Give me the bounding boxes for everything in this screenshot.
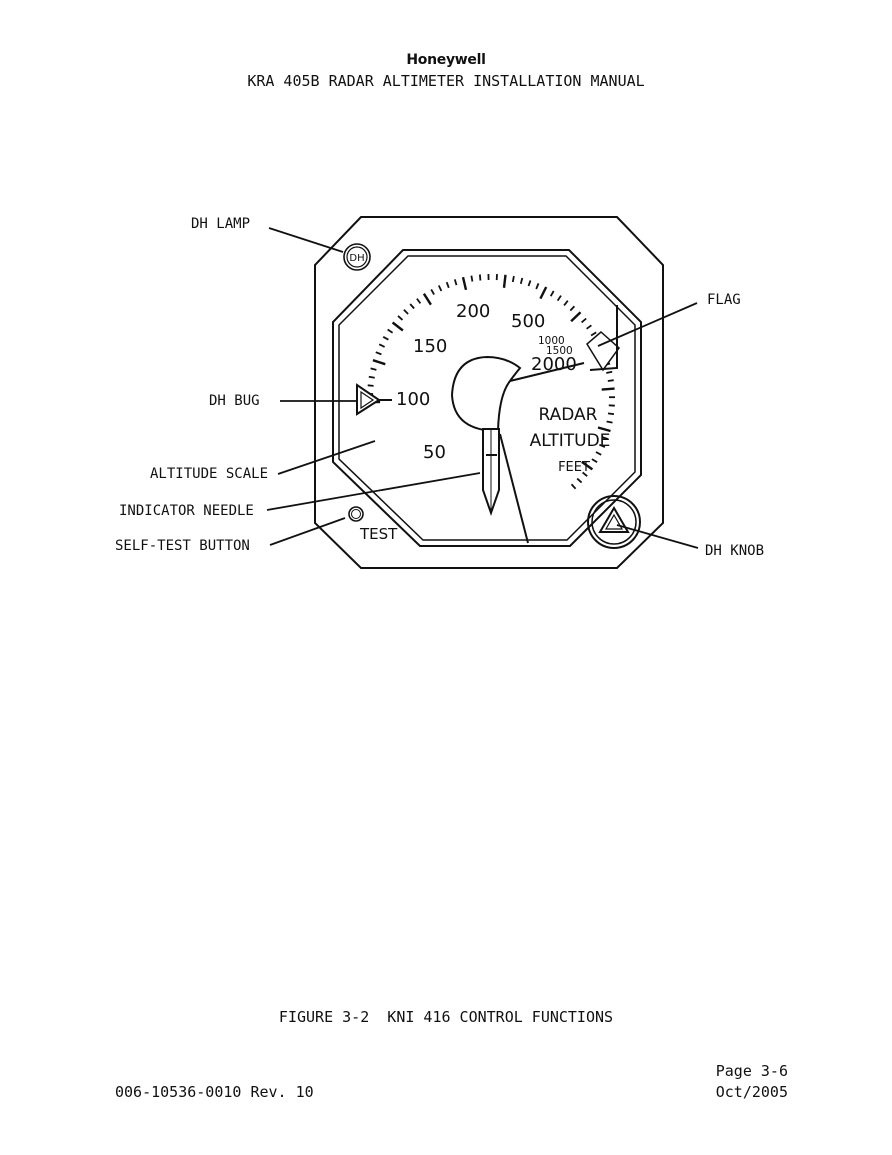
scale-label-2000: 2000 [531, 354, 577, 375]
scale-tick [372, 359, 386, 366]
scale-tick [397, 315, 404, 321]
scale-tick [502, 274, 507, 288]
scale-label-150: 150 [413, 336, 447, 357]
scale-tick [375, 351, 382, 356]
scale-tick [595, 451, 602, 456]
scale-tick [606, 420, 613, 424]
flag-shape [586, 331, 621, 372]
scale-tick [370, 367, 377, 371]
face-altitude-label: ALTITUDE [530, 431, 611, 451]
scale-tick [581, 317, 587, 324]
document-number: 006-10536-0010 Rev. 10 [115, 1083, 314, 1101]
scale-tick [570, 483, 577, 490]
callout-dh-lamp: DH LAMP [191, 216, 250, 232]
dh-lamp-label: DH [349, 253, 364, 264]
dh-knob-triangle-icon [598, 506, 630, 533]
scale-label-100: 100 [396, 389, 430, 410]
scale-tick [461, 276, 468, 291]
figure-caption: FIGURE 3-2 KNI 416 CONTROL FUNCTIONS [278, 1008, 614, 1026]
scale-tick [453, 279, 458, 286]
leader-altitude-scale [277, 440, 376, 475]
test-label: TEST [359, 525, 398, 543]
scale-tick [590, 331, 597, 337]
manual-title: KRA 405B RADAR ALTIMETER INSTALLATION MA… [247, 72, 645, 90]
dh-bug-inner [360, 390, 375, 410]
scale-tick [422, 293, 432, 306]
leader-dh-knob [616, 524, 699, 549]
scale-tick [606, 370, 613, 374]
scale-tick [601, 387, 615, 391]
scale-tick [416, 298, 422, 304]
scale-tick [591, 458, 598, 463]
scale-tick [597, 426, 611, 433]
face-radar-label: RADAR [539, 405, 598, 425]
scale-tick [599, 443, 606, 448]
scale-tick [445, 281, 450, 289]
scale-tick [378, 343, 385, 348]
scale-label-500: 500 [511, 311, 545, 332]
callout-dh-bug: DH BUG [209, 393, 260, 409]
inner-face-outline [332, 249, 642, 547]
scale-tick [535, 283, 540, 290]
scale-tick [430, 288, 435, 296]
dh-lamp-inner [346, 246, 368, 268]
scale-tick [403, 309, 409, 315]
scale-tick [368, 375, 375, 379]
scale-tick [519, 277, 524, 285]
self-test-button-inner [351, 509, 361, 519]
scale-tick [602, 436, 609, 440]
face-feet-label: FEET [558, 460, 590, 475]
scale-tick [470, 275, 474, 282]
scale-label-50: 50 [423, 442, 446, 463]
scale-tick [569, 305, 576, 312]
scale-tick [581, 460, 594, 471]
flag-bracket [589, 305, 618, 371]
scale-tick [479, 274, 482, 281]
scale-label-1500: 1500 [546, 345, 573, 357]
dh-knob[interactable] [587, 495, 641, 549]
scale-tick [437, 285, 443, 292]
self-test-button[interactable] [348, 506, 364, 522]
scale-tick [570, 311, 582, 323]
callout-flag: FLAG [707, 292, 741, 308]
scale-tick [539, 286, 548, 300]
scale-tick [563, 300, 569, 306]
scale-tick [556, 295, 562, 302]
needle-hub-mask [450, 355, 585, 433]
scale-tick [549, 290, 555, 297]
scale-tick [586, 324, 592, 330]
scale-tick [527, 280, 532, 287]
needle-shadow-line [499, 433, 529, 544]
dh-bug-icon[interactable] [356, 383, 381, 416]
page-number: Page 3-6 [715, 1062, 788, 1080]
scale-label-1000: 1000 [538, 335, 565, 347]
scale-tick [387, 328, 394, 334]
scale-tick [576, 477, 583, 484]
leader-flag [597, 302, 698, 347]
scale-label-200: 200 [456, 301, 490, 322]
scale-tick [511, 275, 515, 283]
outer-bezel [314, 216, 664, 569]
callout-self-test-button: SELF-TEST BUTTON [115, 538, 250, 554]
callout-indicator-needle: INDICATOR NEEDLE [119, 503, 254, 519]
scale-tick [391, 321, 404, 332]
scale-tick [382, 336, 389, 341]
scale-tick [607, 412, 615, 416]
leader-dh-lamp [268, 227, 344, 253]
leader-indicator-needle [266, 472, 481, 511]
callout-dh-knob: DH KNOB [705, 543, 764, 559]
inner-face-outline-2 [338, 255, 636, 541]
dh-knob-triangle-inner [604, 513, 624, 530]
scale-tick [582, 471, 588, 477]
revision-date: Oct/2005 [715, 1083, 788, 1101]
leader-self-test [269, 517, 346, 546]
scale-tick [607, 379, 614, 382]
dh-knob-ring [591, 499, 637, 545]
brand-logo: Honeywell [406, 52, 486, 68]
scale-tick [367, 384, 374, 387]
scale-tick [409, 303, 415, 310]
dh-lamp [343, 243, 371, 271]
callout-altitude-scale: ALTITUDE SCALE [150, 466, 268, 482]
